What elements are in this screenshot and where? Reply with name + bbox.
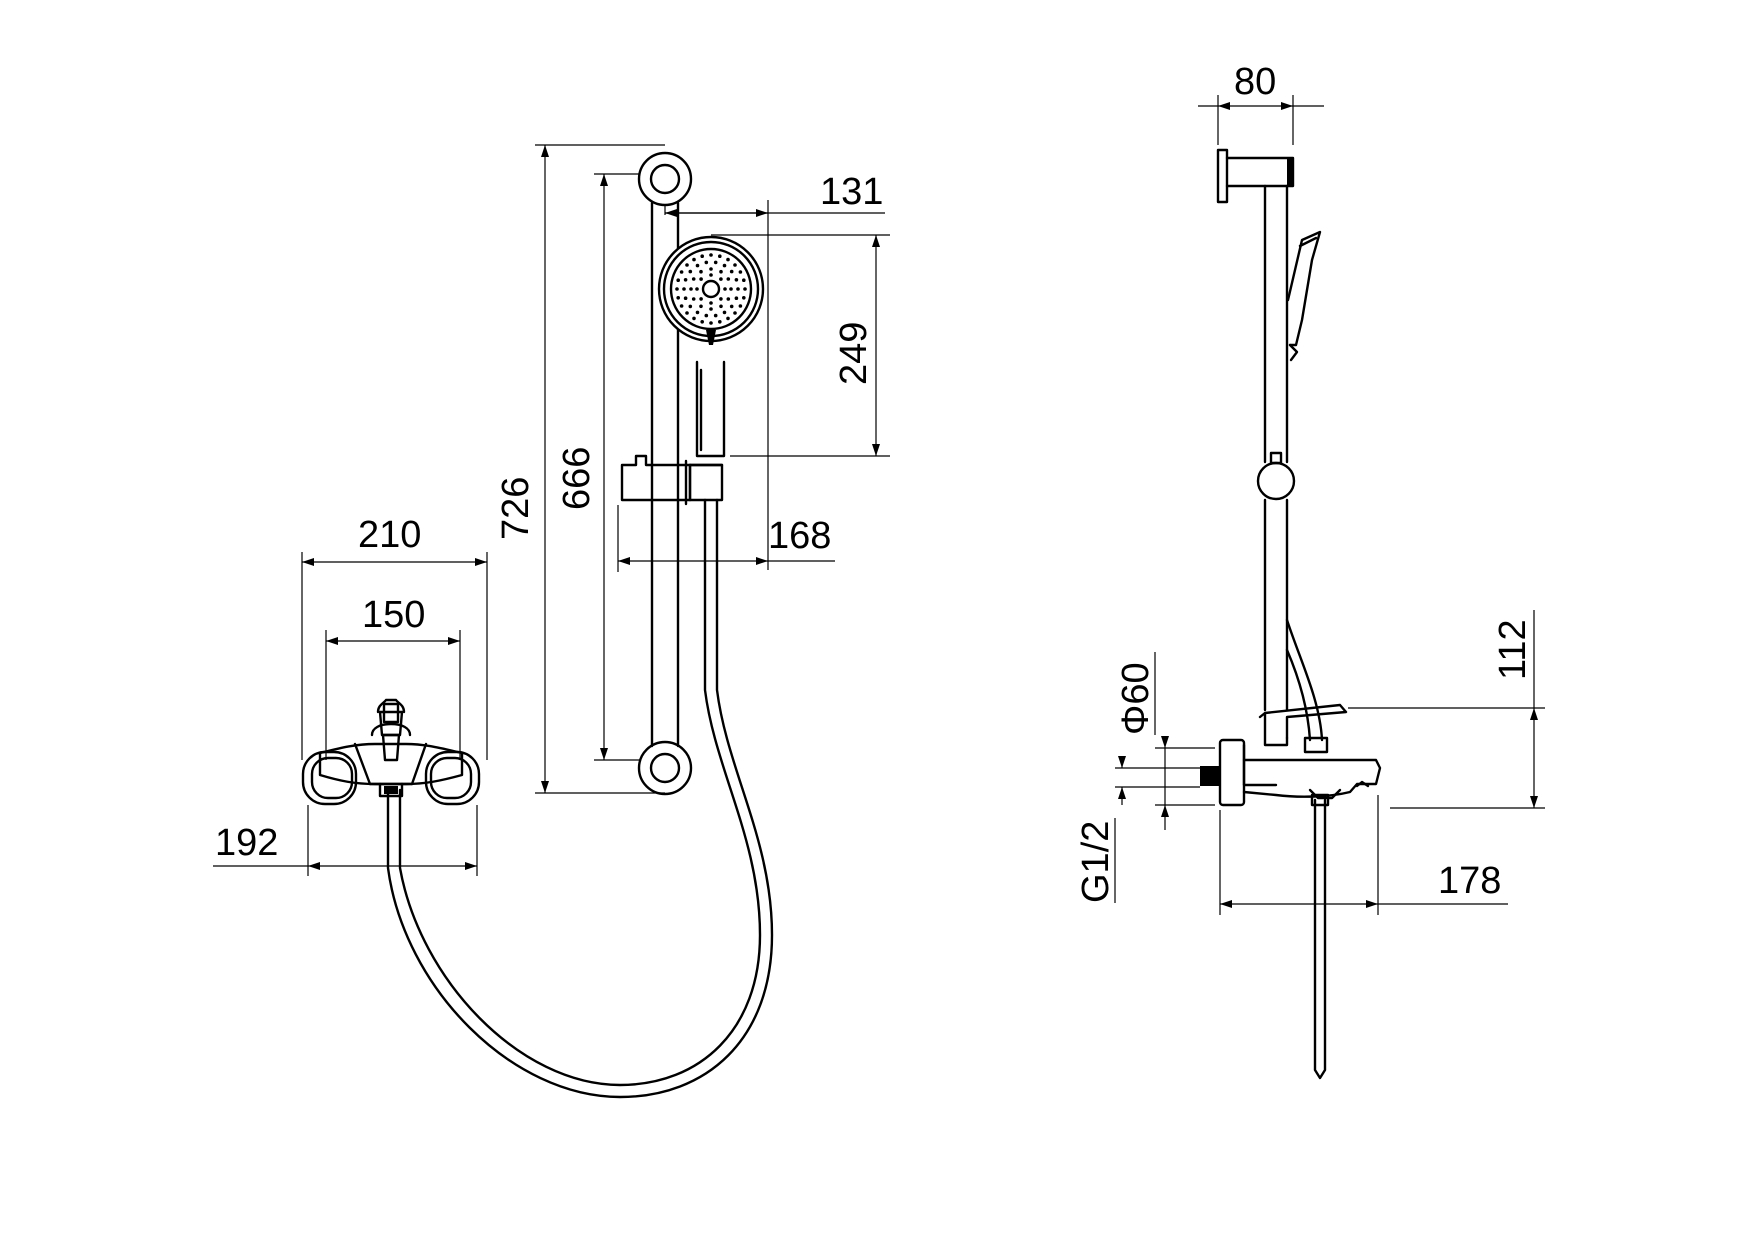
spray-nozzle-dot [695, 287, 699, 291]
spray-nozzle-dot [719, 277, 723, 281]
dim-label-726: 726 [495, 477, 537, 540]
spray-nozzle-dot [700, 254, 704, 258]
dim-label-150: 150 [362, 594, 425, 636]
dim-label-g12: G1/2 [1075, 821, 1117, 903]
spray-nozzle-dot [733, 311, 737, 315]
spray-nozzle-dot [695, 263, 700, 268]
spray-nozzle-dot [709, 321, 713, 325]
dim-label-168: 168 [768, 515, 831, 557]
spray-nozzle-dot [691, 297, 696, 301]
spray-nozzle-dot [722, 263, 727, 268]
spray-nozzle-dot [704, 260, 709, 265]
spray-nozzle-dot [688, 304, 693, 309]
spray-nozzle-dot [709, 273, 713, 277]
spray-nozzle-dot [723, 287, 727, 291]
spray-nozzle-dot [719, 297, 723, 301]
spray-nozzle-dot [699, 297, 703, 301]
spray-nozzle-dot [699, 277, 703, 281]
spray-nozzle-dot [718, 320, 722, 324]
spray-nozzle-dot [726, 316, 730, 321]
spray-nozzle-dot [685, 263, 689, 267]
dim-label-666: 666 [556, 447, 598, 510]
spray-nozzle-dot [692, 316, 696, 321]
spray-nozzle-dot [676, 296, 680, 300]
slide-holder [620, 454, 724, 506]
spray-nozzle-dot [709, 301, 713, 305]
hand-shower-side [1286, 230, 1322, 362]
spray-nozzle-dot [729, 304, 734, 309]
spray-nozzle-dot [683, 278, 688, 282]
hand-shower [657, 235, 765, 458]
spray-nozzle-dot [679, 270, 684, 274]
dim-label-112: 112 [1492, 619, 1534, 680]
spray-nozzle-dot [704, 313, 709, 318]
spray-nozzle-dot [713, 260, 718, 265]
spray-nozzle-dot [734, 296, 739, 301]
spray-nozzle-dot [682, 287, 686, 291]
side-view: 80 112 Φ60 G1/2 178 [1075, 61, 1545, 1080]
spray-nozzle-dot [726, 297, 731, 301]
dim-label-80: 80 [1234, 61, 1276, 103]
spray-nozzle-dot [733, 263, 737, 267]
spray-nozzle-dot [736, 287, 740, 291]
front-view: 210 150 192 726 666 131 249 168 [213, 144, 890, 1099]
spray-nozzle-dot [726, 257, 730, 262]
spray-nozzle-dot [699, 269, 703, 274]
spray-nozzle-dot [699, 304, 703, 309]
dim-label-210: 210 [358, 514, 421, 556]
spray-nozzle-dot [676, 278, 680, 283]
spray-nozzle-dot [719, 304, 723, 309]
spray-nozzle-dot [722, 310, 727, 315]
spray-nozzle-dot [679, 304, 684, 308]
spray-nozzle-dot [689, 287, 693, 291]
spray-nozzle-dot [713, 313, 718, 318]
spray-nozzle-dot [683, 296, 688, 301]
spray-nozzle-dot [700, 320, 704, 324]
shower-hose [386, 498, 774, 1099]
spray-nozzle-dot [729, 287, 733, 291]
top-wall-bracket [1216, 148, 1295, 204]
bath-mixer-side [1200, 703, 1382, 807]
spray-nozzle-dot [709, 267, 713, 271]
dim-label-249: 249 [833, 322, 875, 385]
spray-nozzle-dot [718, 254, 722, 258]
dim-label-phi60: Φ60 [1115, 662, 1157, 735]
spray-nozzle-dot [685, 311, 689, 315]
front-dimension-lines [213, 144, 890, 876]
dim-label-131: 131 [820, 171, 883, 213]
spray-nozzle-dot [726, 277, 731, 281]
bath-mixer [301, 698, 481, 806]
dim-label-178: 178 [1438, 860, 1501, 902]
spray-nozzle-dot [729, 269, 734, 274]
spray-nozzle-dot [738, 270, 743, 274]
spray-nozzle-dot [742, 278, 746, 283]
spray-nozzle-dot [692, 257, 696, 262]
spray-nozzle-dot [691, 277, 696, 281]
spray-nozzle-dot [709, 307, 713, 311]
spout-rod [1310, 793, 1330, 1080]
side-dimension-lines [1114, 95, 1545, 915]
spray-nozzle-dot [709, 253, 713, 257]
spray-nozzles [675, 253, 747, 325]
spray-nozzle-dot [742, 296, 746, 300]
side-rail [1256, 184, 1296, 712]
spray-nozzle-dot [688, 269, 693, 274]
hose-side [1285, 618, 1329, 754]
spray-nozzle-dot [734, 278, 739, 282]
spray-nozzle-dot [719, 269, 723, 274]
spray-nozzle-dot [695, 310, 700, 315]
spray-nozzle-dot [675, 287, 679, 291]
spray-nozzle-dot [743, 287, 747, 291]
dim-label-192: 192 [215, 822, 278, 864]
spray-nozzle-dot [738, 304, 743, 308]
